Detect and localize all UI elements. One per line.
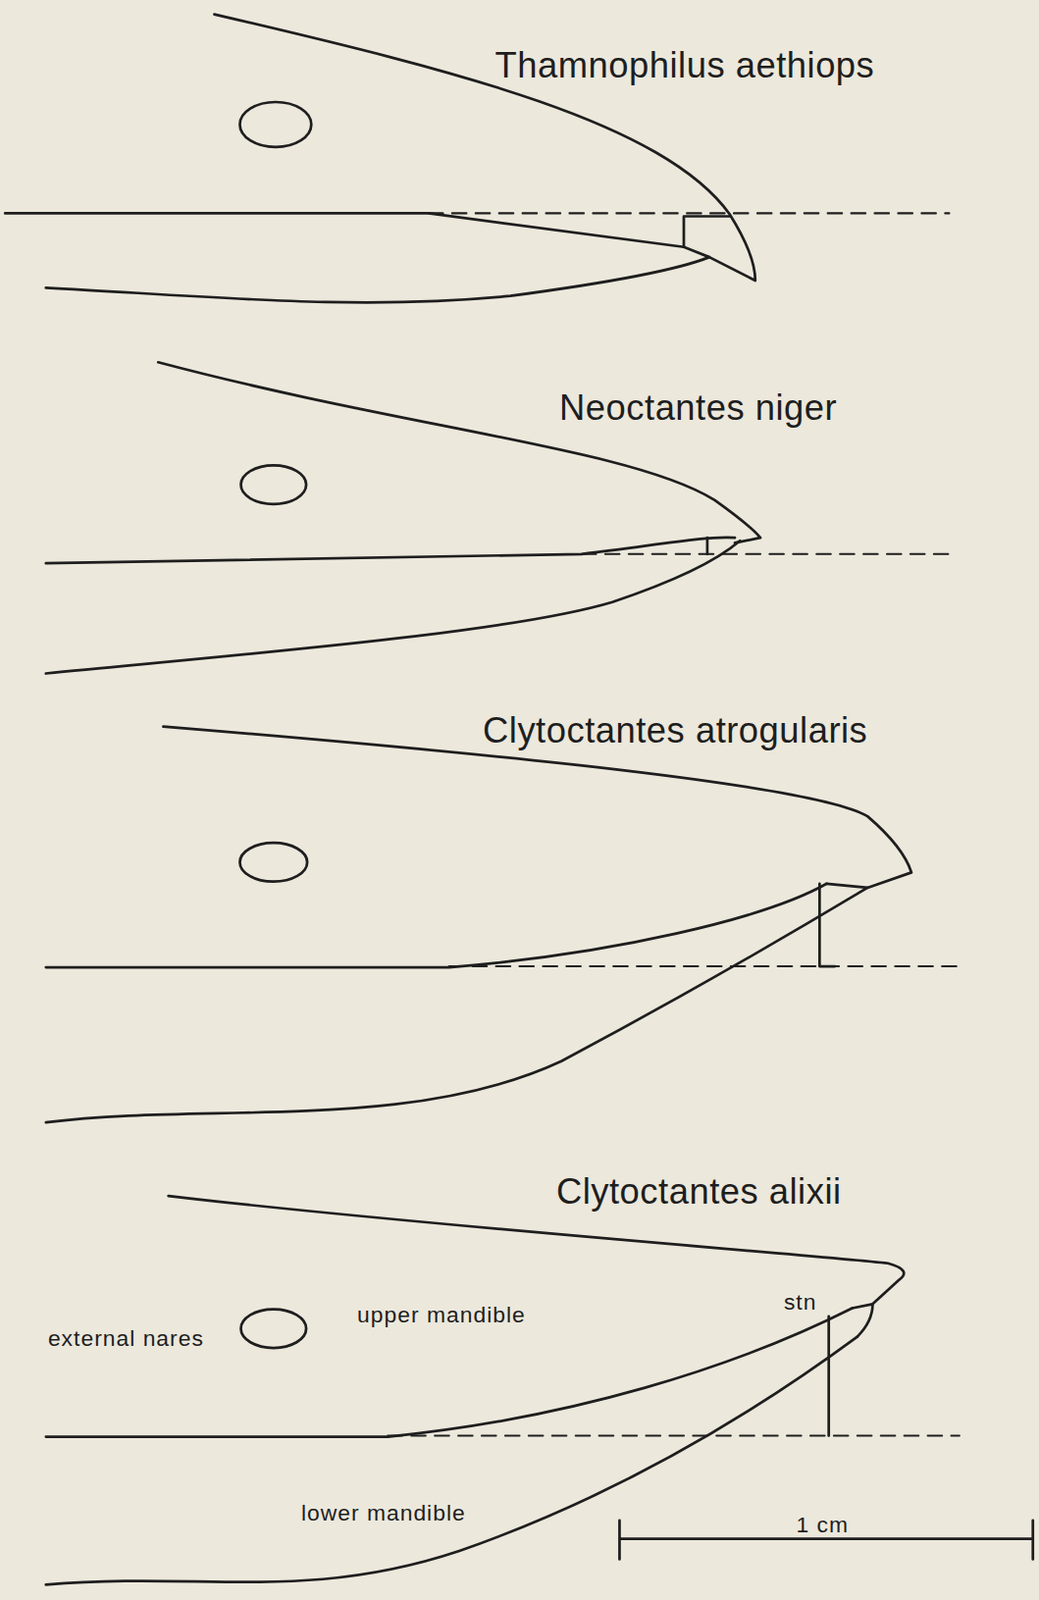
species-name: Neoctantes niger bbox=[559, 390, 837, 426]
neoctantes-bill bbox=[46, 362, 950, 674]
scale-label: 1 cm bbox=[795, 1513, 849, 1537]
part-label: lower mandible bbox=[301, 1502, 467, 1525]
species-name: Thamnophilus aethiops bbox=[495, 48, 876, 84]
atrogularis-bill bbox=[46, 727, 960, 1124]
part-label: upper mandible bbox=[357, 1303, 526, 1327]
alixii-bill bbox=[46, 1195, 960, 1585]
part-label: external nares bbox=[48, 1327, 205, 1351]
thamnophilus-bill bbox=[4, 14, 949, 304]
species-name: Clytoctantes atrogularis bbox=[482, 713, 868, 749]
species-name: Clytoctantes alixii bbox=[556, 1174, 842, 1210]
part-label: stn bbox=[783, 1291, 818, 1314]
